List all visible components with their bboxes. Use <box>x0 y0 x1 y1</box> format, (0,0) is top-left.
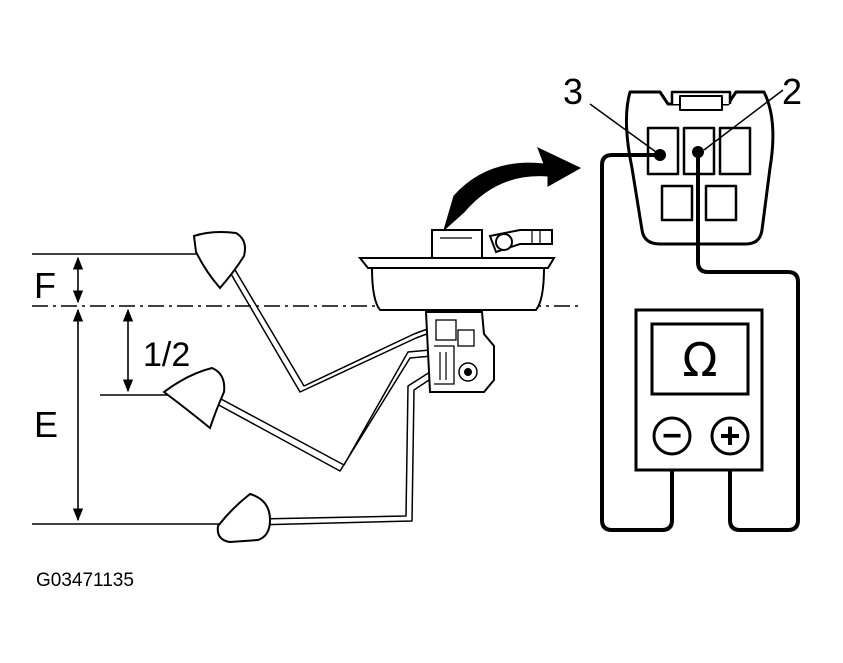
connector-boss <box>431 229 483 259</box>
float-half <box>162 366 226 430</box>
float-empty <box>216 492 272 544</box>
meter-display <box>650 322 750 396</box>
negative-symbol: − <box>662 417 682 455</box>
sender-unit <box>357 229 556 393</box>
float-arm-full <box>223 257 433 393</box>
float-arm-half <box>203 349 433 472</box>
negative-terminal <box>652 416 692 456</box>
removal-arrow <box>443 147 582 232</box>
ohmmeter <box>634 308 764 472</box>
lead-to-terminal-2 <box>696 150 800 532</box>
positive-terminal <box>710 416 750 456</box>
leader-2 <box>703 89 784 151</box>
float-arms <box>203 257 433 526</box>
flange-plate <box>357 257 556 269</box>
leader-3 <box>589 103 657 153</box>
terminal-2-label: 2 <box>782 71 802 112</box>
lead-to-terminal-3 <box>600 153 674 532</box>
connector <box>624 90 775 246</box>
float-arm-empty <box>253 371 433 526</box>
positive-symbol: + <box>719 415 740 456</box>
empty-label: E <box>34 404 58 445</box>
half-label: 1/2 <box>143 336 190 374</box>
figure-id: G03471135 <box>36 570 134 591</box>
terminal-3-label: 3 <box>563 71 583 112</box>
test-leads <box>600 150 800 532</box>
level-reference-lines <box>32 253 578 525</box>
flange-body <box>370 267 546 311</box>
ohm-symbol: Ω <box>682 333 717 387</box>
floats <box>162 231 272 544</box>
dimension-arrows <box>72 256 134 522</box>
terminal-cavity-empty <box>718 126 752 176</box>
float-full <box>192 231 246 290</box>
full-label: F <box>34 265 56 306</box>
